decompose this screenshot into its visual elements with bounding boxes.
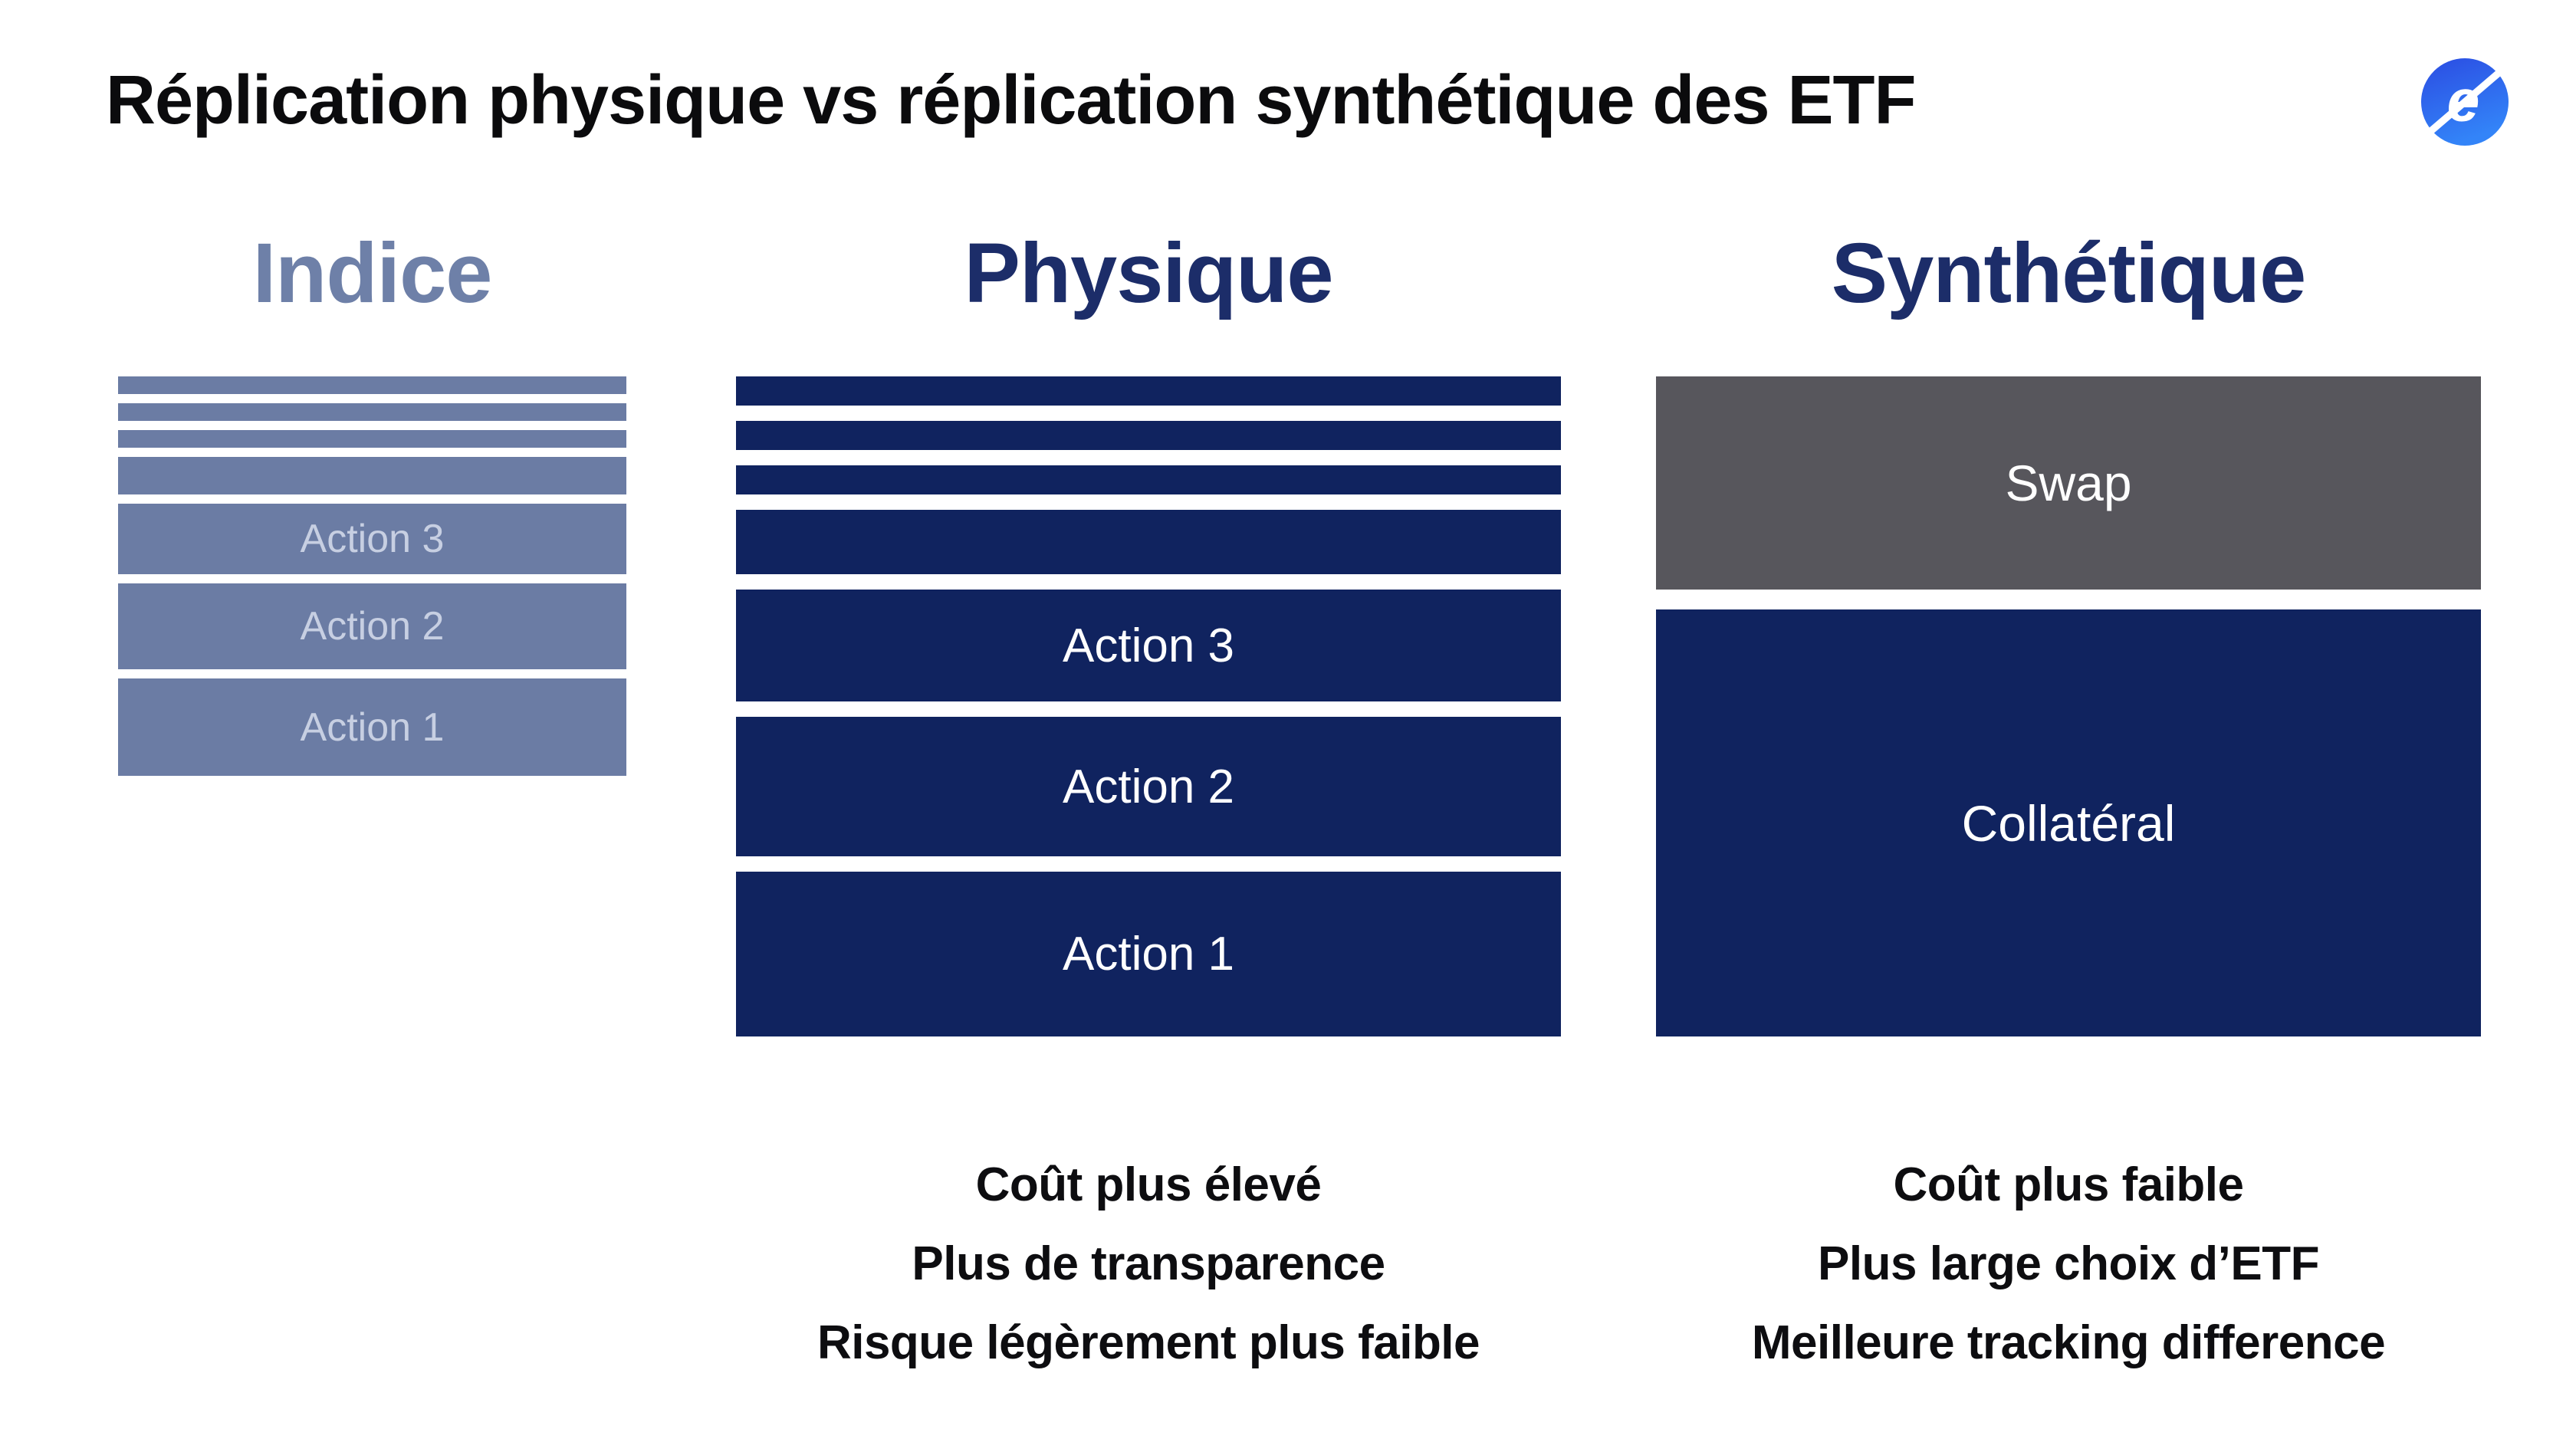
bar-label: Action 2 xyxy=(300,604,445,649)
brand-logo: e xyxy=(2421,58,2509,146)
bar-label: Action 3 xyxy=(1062,619,1235,672)
box-label: Collatéral xyxy=(1961,794,2176,852)
collateral-box: Collatéral xyxy=(1656,609,2481,1036)
bar-label: Action 1 xyxy=(1062,928,1235,981)
note-line: Risque légèrement plus faible xyxy=(816,1316,1480,1369)
synthetique-notes: Coût plus faible Plus large choix d’ETF … xyxy=(1656,1145,2481,1382)
physique-action-2-bar: Action 2 xyxy=(736,717,1561,856)
synthetique-box-stack: Swap Collatéral xyxy=(1656,376,2481,1036)
note-line: Coût plus élevé xyxy=(975,1158,1322,1211)
indice-line-bar xyxy=(118,430,626,448)
physique-line-bar xyxy=(736,421,1561,450)
note-line: Meilleure tracking difference xyxy=(1751,1316,2386,1369)
brand-logo-icon: e xyxy=(2421,58,2509,146)
physique-notes: Coût plus élevé Plus de transparence Ris… xyxy=(736,1145,1561,1382)
physique-medium-bar xyxy=(736,510,1561,574)
physique-action-3-bar: Action 3 xyxy=(736,590,1561,701)
swap-box: Swap xyxy=(1656,376,2481,590)
indice-medium-bar xyxy=(118,457,626,494)
bar-label: Action 1 xyxy=(300,705,445,750)
page-title: Réplication physique vs réplication synt… xyxy=(106,62,1916,139)
box-label: Swap xyxy=(2005,455,2132,511)
indice-action-2-bar: Action 2 xyxy=(118,583,626,669)
indice-line-bar xyxy=(118,403,626,421)
physique-line-bar xyxy=(736,376,1561,406)
bar-label: Action 3 xyxy=(300,517,445,561)
indice-bar-stack: Action 3 Action 2 Action 1 xyxy=(118,376,626,776)
indice-action-3-bar: Action 3 xyxy=(118,504,626,574)
column-header-physique: Physique xyxy=(964,226,1333,320)
column-header-synthetique: Synthétique xyxy=(1831,226,2307,320)
logo-slash-icon xyxy=(2429,71,2501,133)
note-line: Coût plus faible xyxy=(1893,1158,2245,1211)
column-header-indice: Indice xyxy=(252,226,493,320)
note-line: Plus de transparence xyxy=(912,1237,1385,1290)
indice-line-bar xyxy=(118,376,626,394)
bar-label: Action 2 xyxy=(1062,760,1235,813)
physique-action-1-bar: Action 1 xyxy=(736,872,1561,1036)
physique-bar-stack: Action 3 Action 2 Action 1 xyxy=(736,376,1561,1036)
note-line: Plus large choix d’ETF xyxy=(1818,1237,2319,1290)
physique-line-bar xyxy=(736,465,1561,494)
indice-action-1-bar: Action 1 xyxy=(118,678,626,776)
